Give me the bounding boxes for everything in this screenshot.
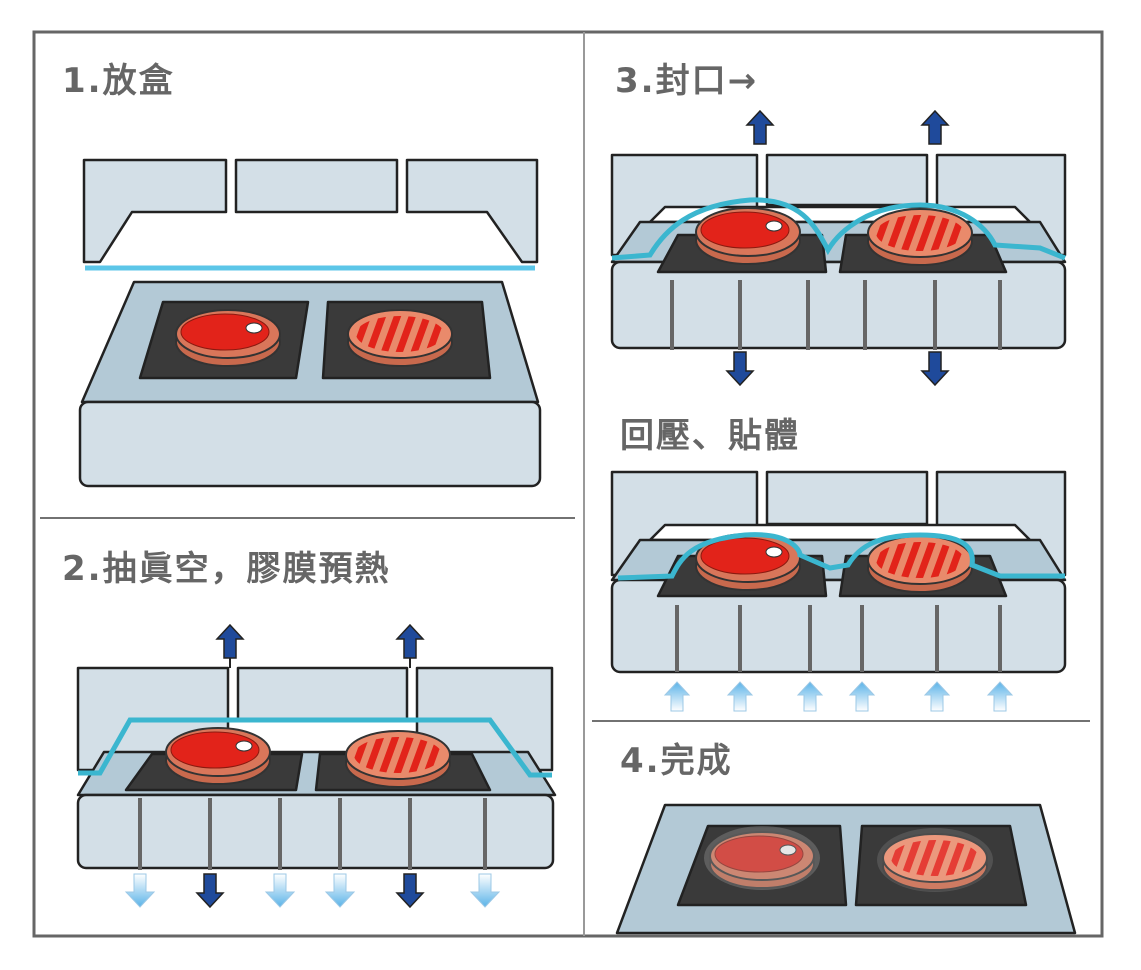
film-sheet — [617, 532, 1065, 581]
arrow-up-icon — [216, 624, 244, 659]
step3-title: 3.封口→ — [615, 61, 758, 101]
arrow-up-icon — [921, 110, 949, 145]
sealed-film — [877, 828, 993, 892]
arrow-up-icon — [849, 681, 875, 712]
arrow-down-icon — [196, 873, 224, 908]
arrow-down-icon — [396, 873, 424, 908]
steak-icon — [175, 309, 281, 367]
step3-panel: 3.封口→ 回壓、貼體 — [610, 61, 1067, 712]
arrow-up-icon — [987, 681, 1013, 712]
arrow-down-icon — [325, 873, 355, 908]
step2-title: 2.抽眞空，膠膜預熱 — [62, 549, 391, 589]
film-sheet — [78, 717, 552, 778]
vacuum-pipes — [138, 798, 487, 870]
arrow-up-icon — [396, 624, 424, 659]
step4-panel: 4.完成 — [615, 741, 1077, 935]
steak-icon — [695, 207, 801, 265]
step3b-title: 回壓、貼體 — [620, 416, 800, 456]
sealed-film — [704, 826, 820, 890]
lid — [82, 158, 539, 264]
arrow-up-icon — [727, 681, 753, 712]
machine — [78, 280, 542, 488]
steak-icon — [165, 727, 271, 785]
step1-panel: 1.放盒 — [62, 61, 542, 488]
arrow-down-icon — [726, 351, 754, 386]
vacuum-pipes — [670, 280, 1002, 350]
vacuum-pipes — [675, 605, 1002, 672]
arrow-down-icon — [125, 873, 155, 908]
machine — [610, 523, 1067, 674]
arrow-up-icon — [664, 681, 690, 712]
arrow-down-icon — [470, 873, 500, 908]
step1-title: 1.放盒 — [62, 61, 175, 101]
arrow-down-icon — [265, 873, 295, 908]
arrow-up-icon — [924, 681, 950, 712]
arrow-up-icon — [797, 681, 823, 712]
step2-panel: 2.抽眞空，膠膜預熱 — [62, 549, 557, 908]
arrow-up-icon — [746, 110, 774, 145]
step4-title: 4.完成 — [620, 741, 733, 781]
arrow-down-icon — [921, 351, 949, 386]
machine — [610, 205, 1067, 350]
outer-frame — [32, 30, 1104, 938]
film-sheet — [611, 197, 1066, 261]
